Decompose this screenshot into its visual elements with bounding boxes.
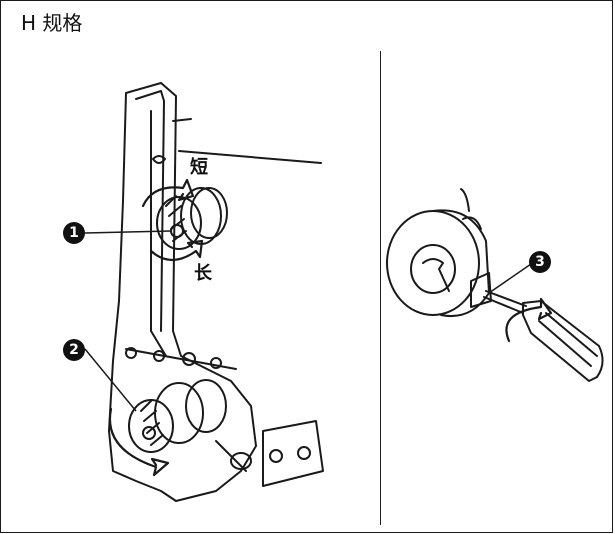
label-short: 短 [190,157,208,178]
tension-assembly-drawing [84,82,324,502]
figure-title: H 规格 [21,11,83,35]
callout-1: 1 [63,222,85,244]
panel-divider [380,51,381,525]
label-long: 长 [194,263,212,284]
callout-3: 3 [529,251,551,273]
callout-2: 2 [63,339,85,361]
